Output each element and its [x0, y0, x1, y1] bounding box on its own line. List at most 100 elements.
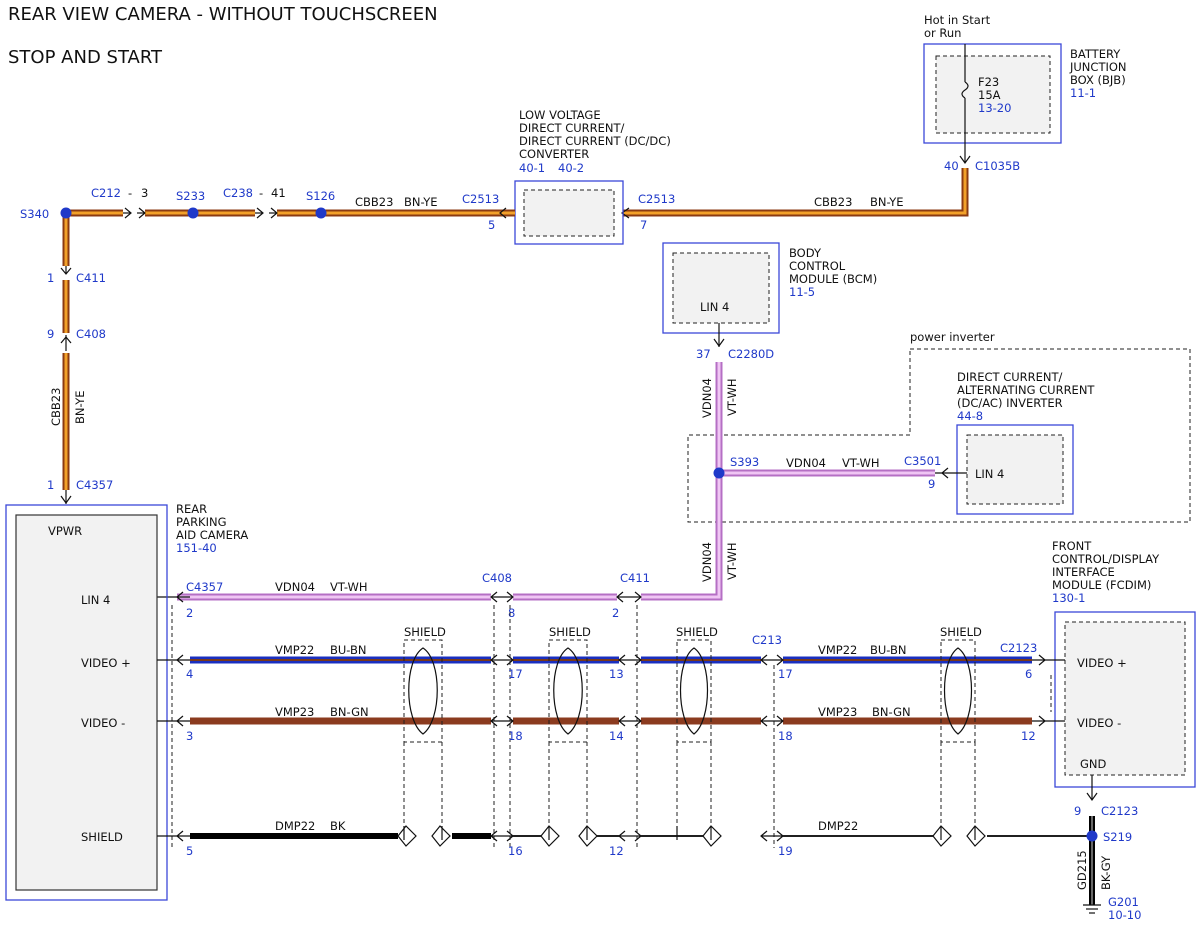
inverter-name-1: DIRECT CURRENT/: [957, 370, 1063, 384]
shield-2-label: SHIELD: [549, 625, 591, 639]
fuse-amps: 15A: [978, 88, 1001, 102]
lin-color-v2: VT-WH: [725, 542, 739, 580]
vm-pin-5: 12: [1021, 729, 1036, 743]
sh-pin-1: 5: [186, 844, 193, 858]
connector-arrow-icon: [776, 654, 784, 666]
dcdc-name-4: CONVERTER: [519, 147, 589, 161]
fcdim-name-1: FRONT: [1052, 539, 1092, 553]
c213-label: C213: [752, 633, 782, 647]
diagram-subtitle: STOP AND START: [8, 47, 163, 68]
camera-lin: LIN 4: [81, 593, 110, 607]
camera-vplus: VIDEO +: [81, 656, 131, 670]
connector-arrow-icon: [490, 654, 498, 666]
inverter-name-2: ALTERNATING CURRENT: [957, 383, 1095, 397]
lin-circuit-v1: VDN04: [700, 378, 714, 418]
inverter-pin-label: LIN 4: [975, 467, 1004, 481]
dcdc-ref-1: 40-1: [519, 161, 545, 175]
lin-c4357-pin: 2: [186, 606, 193, 620]
vmp22-circuit-1: VMP22: [275, 643, 314, 657]
dmp22-circuit-2: DMP22: [818, 819, 858, 833]
fcdim-name-2: CONTROL/DISPLAY: [1052, 552, 1160, 566]
wire-circuit: CBB23: [355, 195, 393, 209]
power-inverter-group: power inverter LIN 4 DIRECT CURRENT/ ALT…: [687, 330, 1191, 523]
c212-pin: 3: [141, 186, 148, 200]
inverter-ref: 44-8: [957, 409, 983, 423]
connector-arrow-icon: [1038, 715, 1046, 727]
c238-label: C238: [223, 186, 253, 200]
camera-name-3: AID CAMERA: [176, 528, 248, 542]
connector-arrow-icon: [634, 654, 642, 666]
connector-arrow-icon: [618, 830, 626, 842]
wire-circuit-vertical: CBB23: [49, 388, 63, 426]
shield-2-icon: [540, 639, 598, 847]
camera-vpwr: VPWR: [48, 524, 82, 538]
vmp23-circuit-2: VMP23: [818, 705, 857, 719]
lin-c411-label: C411: [620, 571, 650, 585]
ground-ref: 10-10: [1108, 908, 1141, 922]
shield-1-icon: [397, 639, 451, 847]
fuse-ref: 13-20: [978, 101, 1011, 115]
fcdim-name-4: MODULE (FCDIM): [1052, 578, 1151, 592]
vmp22-circuit-2: VMP22: [818, 643, 857, 657]
connector-arrow-icon: [959, 155, 971, 165]
connector-arrow-icon: [499, 207, 507, 219]
lin-c408-label: C408: [482, 571, 512, 585]
lin-circuit-v2: VDN04: [700, 542, 714, 582]
ground-circuit-label: GD215: [1075, 850, 1089, 890]
shield-4-icon: [932, 639, 986, 847]
fuse-name: F23: [978, 75, 999, 89]
vp-pin-1: 4: [186, 667, 193, 681]
splice-s340: [60, 207, 72, 219]
vm-pin-3: 14: [609, 729, 624, 743]
wire-cbb23-bjb-to-dcdc: CBB23 BN-YE C2513 7: [620, 168, 969, 232]
video-wires: SHIELD SHIELD SHIELD SHIELD VMP22 BU-BN …: [157, 605, 1092, 858]
vmp23-color-2: BN-GN: [872, 705, 911, 719]
c408-pin: 9: [47, 327, 54, 341]
c4357-pin: 1: [47, 478, 54, 492]
bjb-connector: C1035B: [975, 159, 1020, 173]
vp-pin-5: 6: [1025, 667, 1032, 681]
splice-s233: [187, 207, 199, 219]
bcm-ref: 11-5: [789, 285, 815, 299]
camera-name-2: PARKING: [176, 515, 227, 529]
ground-circuit: 9 C2123 S219 GD215 BK-GY G201 10-10: [1074, 775, 1141, 922]
connector-arrow-icon: [506, 591, 514, 603]
connector-arrow-icon: [616, 591, 624, 603]
fcdim-vplus: VIDEO +: [1077, 656, 1127, 670]
ground-color-label: BK-GY: [1099, 855, 1113, 890]
dcdc-out-conn: C2513: [462, 192, 499, 206]
connector-arrow-icon: [776, 830, 784, 842]
inverter-name-3: (DC/AC) INVERTER: [957, 396, 1063, 410]
shield-1-label: SHIELD: [404, 625, 446, 639]
sh-pin-3: 12: [609, 844, 624, 858]
connector-arrow-icon: [634, 715, 642, 727]
connector-arrow-icon: [256, 207, 264, 219]
bjb-hot-2: or Run: [924, 26, 961, 40]
dcdc-in-conn: C2513: [638, 192, 675, 206]
camera-ref: 151-40: [176, 541, 217, 555]
splice-s233-label: S233: [176, 189, 205, 203]
fuse-icon: [961, 81, 969, 99]
connector-arrow-icon: [776, 715, 784, 727]
connector-arrow-icon: [941, 467, 949, 479]
c411-pin: 1: [47, 271, 54, 285]
c2123-label: C2123: [1000, 641, 1037, 655]
connector-arrow-icon: [490, 715, 498, 727]
bcm-name-2: CONTROL: [789, 259, 846, 273]
connector-arrow-icon: [760, 654, 768, 666]
body-control-module: LIN 4 BODY CONTROL MODULE (BCM) 11-5 37 …: [662, 242, 877, 361]
vp-pin-3: 13: [609, 667, 624, 681]
lin-c4357-label: C4357: [186, 580, 223, 594]
splice-s126-label: S126: [306, 189, 335, 203]
connector-arrow-icon: [506, 654, 514, 666]
bjb-hot-1: Hot in Start: [924, 13, 991, 27]
lin-c408-pin: 8: [508, 606, 515, 620]
connector-arrow-icon: [138, 207, 146, 219]
bjb-ref: 11-1: [1070, 86, 1096, 100]
fcdim-name-3: INTERFACE: [1052, 565, 1115, 579]
vmp23-color-1: BN-GN: [330, 705, 369, 719]
c408-label: C408: [76, 327, 106, 341]
bcm-pin-label: LIN 4: [700, 300, 729, 314]
